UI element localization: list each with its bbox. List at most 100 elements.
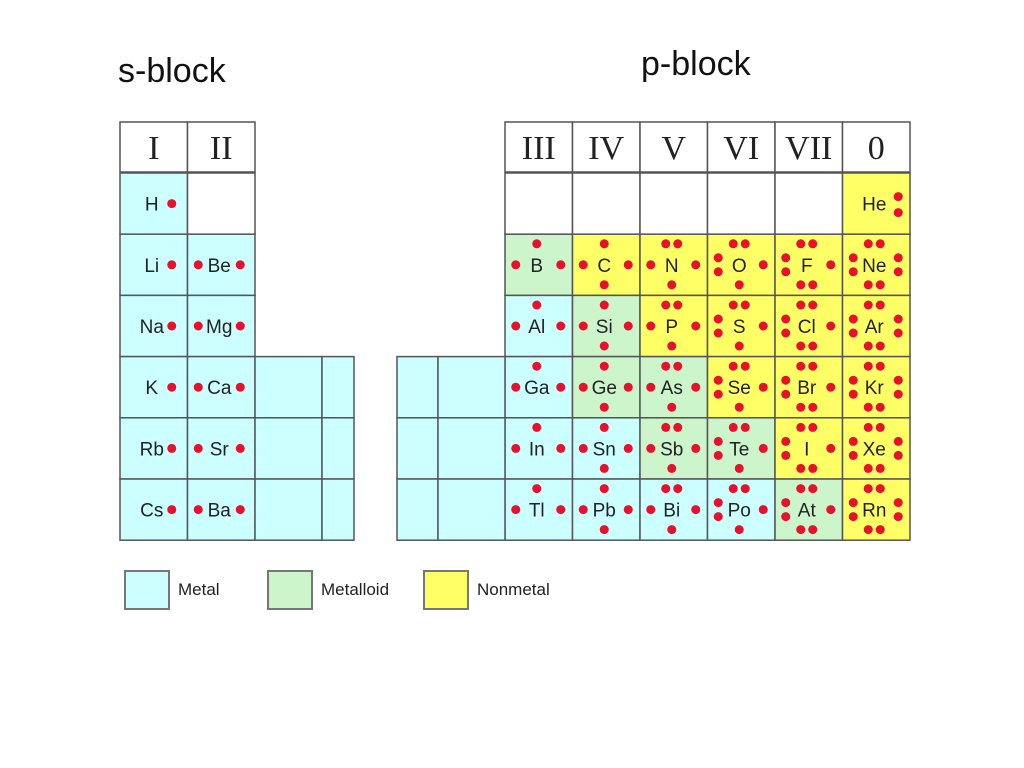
element-symbol-cs: Cs [140,501,163,522]
valence-electron-dot [863,300,873,310]
group-header-cell [504,121,574,173]
valence-electron-dot [167,199,177,209]
valence-electron-dot [796,300,806,310]
valence-electron-dot [511,443,521,453]
valence-electron-dot [532,300,542,310]
valence-electron-dot [556,321,566,331]
valence-electron-dot [734,463,744,473]
valence-electron-dot [532,239,542,249]
valence-electron-dot [193,260,203,270]
element-symbol-h: H [145,195,159,216]
valence-electron-dot [673,300,683,310]
valence-electron-dot [599,361,609,371]
valence-electron-dot [781,436,791,446]
valence-electron-dot [781,389,791,399]
valence-electron-dot [532,422,542,432]
valence-electron-dot [713,375,723,385]
valence-electron-dot [848,512,858,522]
valence-electron-dot [863,402,873,412]
valence-electron-dot [875,239,885,249]
group-header-ii: II [210,130,233,167]
valence-electron-dot [875,422,885,432]
valence-electron-dot [691,443,701,453]
valence-electron-dot [848,328,858,338]
valence-electron-dot [511,505,521,515]
valence-electron-dot [511,260,521,270]
valence-electron-dot [235,321,245,331]
p-block-cell [706,172,776,235]
element-symbol-f: F [801,256,813,277]
group-header-cell [186,121,256,173]
valence-electron-dot [235,382,245,392]
legend-item-metalloid: Metalloid [267,570,389,610]
valence-electron-dot [667,402,677,412]
group-header-cell [841,121,911,173]
valence-electron-dot [796,361,806,371]
element-symbol-mg: Mg [206,317,232,338]
element-symbol-te: Te [729,439,749,460]
element-symbol-tl: Tl [529,501,545,522]
valence-electron-dot [875,300,885,310]
group-header-vi: VI [723,130,759,167]
group-header-cell [774,121,844,173]
transition-metal-stub-cell [254,417,323,480]
valence-electron-dot [599,402,609,412]
transition-metal-stub-cell [437,355,506,419]
valence-electron-dot [863,463,873,473]
transition-metal-stub-cell [437,478,506,541]
element-symbol-o: O [732,256,747,277]
valence-electron-dot [758,505,768,515]
valence-electron-dot [661,239,671,249]
valence-electron-dot [673,361,683,371]
valence-electron-dot [578,382,588,392]
valence-electron-dot [713,512,723,522]
valence-electron-dot [556,260,566,270]
valence-electron-dot [796,239,806,249]
valence-electron-dot [728,422,738,432]
valence-electron-dot [167,260,177,270]
valence-electron-dot [599,300,609,310]
valence-electron-dot [235,505,245,515]
group-header-iii: III [522,130,556,167]
valence-electron-dot [728,300,738,310]
group-header-cell [119,121,189,173]
element-symbol-al: Al [528,317,545,338]
valence-electron-dot [781,498,791,508]
valence-electron-dot [599,525,609,535]
s-block-title: s-block [118,52,226,90]
valence-electron-dot [193,505,203,515]
transition-metal-stub-cell [396,478,439,541]
valence-electron-dot [826,321,836,331]
valence-electron-dot [781,450,791,460]
group-header-i: I [148,130,159,167]
valence-electron-dot [691,321,701,331]
valence-electron-dot [758,382,768,392]
valence-electron-dot [848,436,858,446]
valence-electron-dot [235,443,245,453]
valence-electron-dot [235,260,245,270]
element-symbol-be: Be [208,256,231,277]
group-header-iv: IV [588,130,624,167]
p-block-title: p-block [641,45,751,83]
valence-electron-dot [646,260,656,270]
element-symbol-k: K [145,378,158,399]
valence-electron-dot [623,505,633,515]
valence-electron-dot [781,512,791,522]
valence-electron-dot [826,505,836,515]
group-header-0: 0 [868,130,885,167]
transition-metal-stub-cell [254,478,323,541]
valence-electron-dot [167,443,177,453]
valence-electron-dot [848,314,858,324]
legend: Metal Metalloid Nonmetal [0,570,1024,620]
valence-electron-dot [893,498,903,508]
valence-electron-dot [781,314,791,324]
p-block-cell [774,172,844,235]
valence-electron-dot [728,239,738,249]
valence-electron-dot [734,525,744,535]
valence-electron-dot [863,525,873,535]
p-block-cell [841,172,911,235]
element-symbol-ba: Ba [208,501,232,522]
valence-electron-dot [511,382,521,392]
valence-electron-dot [875,361,885,371]
